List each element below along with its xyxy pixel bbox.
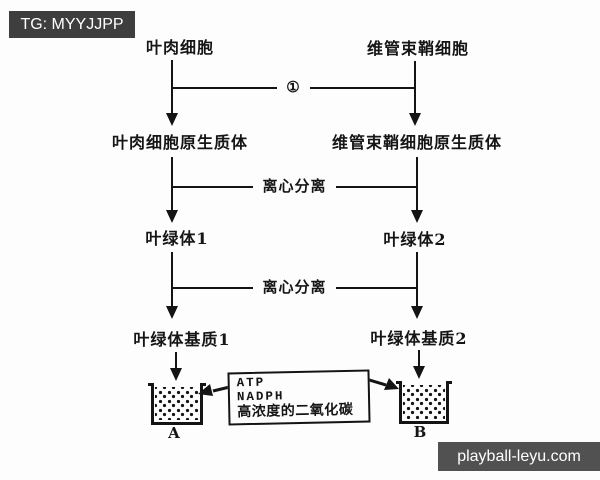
node-chloroplast-1: 叶绿体1 [145, 229, 209, 248]
down-arrow-head [409, 113, 421, 126]
node-chloroplast-stroma-1: 叶绿体基质1 [133, 330, 231, 349]
reagent-co2: 高浓度的二氧化碳 [237, 401, 354, 421]
site-watermark: playball-leyu.com [438, 442, 600, 471]
connector-centrifugation-2: 离心分离 [172, 278, 417, 296]
connector-step1: ① [172, 78, 415, 96]
beaker-a-contents [155, 387, 199, 420]
step1-circle-label: ① [277, 78, 310, 96]
node-bundle-sheath-cell: 维管束鞘细胞 [366, 39, 470, 58]
beaker-a-label: A [168, 424, 180, 442]
down-arrow-shaft [171, 252, 173, 306]
down-arrow-shaft [171, 60, 173, 113]
centrifugation-label-2: 离心分离 [253, 278, 336, 296]
beaker-lip [396, 381, 402, 384]
centrifugation-label-1: 离心分离 [253, 177, 336, 195]
down-arrow-head [166, 306, 178, 319]
down-arrow-shaft [416, 252, 418, 306]
down-arrow-head [411, 306, 423, 319]
node-chloroplast-2: 叶绿体2 [383, 230, 447, 249]
node-chloroplast-stroma-2: 叶绿体基质2 [370, 329, 468, 348]
down-arrow-shaft [416, 157, 418, 210]
down-arrow-head [166, 210, 178, 223]
beaker-lip [148, 383, 154, 386]
beaker-a [148, 383, 206, 425]
reagent-box: ATP NADPH 高浓度的二氧化碳 [227, 369, 371, 426]
down-arrow-head [170, 368, 182, 381]
node-mesophyll-protoplast: 叶肉细胞原生质体 [111, 133, 249, 152]
down-arrow-head [166, 113, 178, 126]
beaker-lip [446, 381, 452, 384]
node-mesophyll-cell: 叶肉细胞 [145, 38, 215, 57]
beaker-b-contents [403, 385, 445, 419]
node-bundle-sheath-protoplast: 维管束鞘细胞原生质体 [331, 133, 503, 152]
down-arrow-head [411, 210, 423, 223]
beaker-b [396, 381, 452, 424]
beaker-lip [200, 383, 206, 386]
connector-centrifugation-1: 离心分离 [172, 177, 417, 195]
down-arrow-shaft [175, 352, 177, 368]
down-arrow-head [413, 366, 425, 379]
site-watermark-label: playball-leyu.com [457, 447, 581, 465]
tg-watermark: TG: MYYJJPP [9, 11, 135, 38]
down-arrow-shaft [171, 157, 173, 210]
down-arrow-shaft [418, 350, 420, 366]
down-arrow-shaft [414, 61, 416, 113]
beaker-b-label: B [413, 423, 427, 441]
tg-watermark-label: TG: MYYJJPP [20, 15, 124, 33]
